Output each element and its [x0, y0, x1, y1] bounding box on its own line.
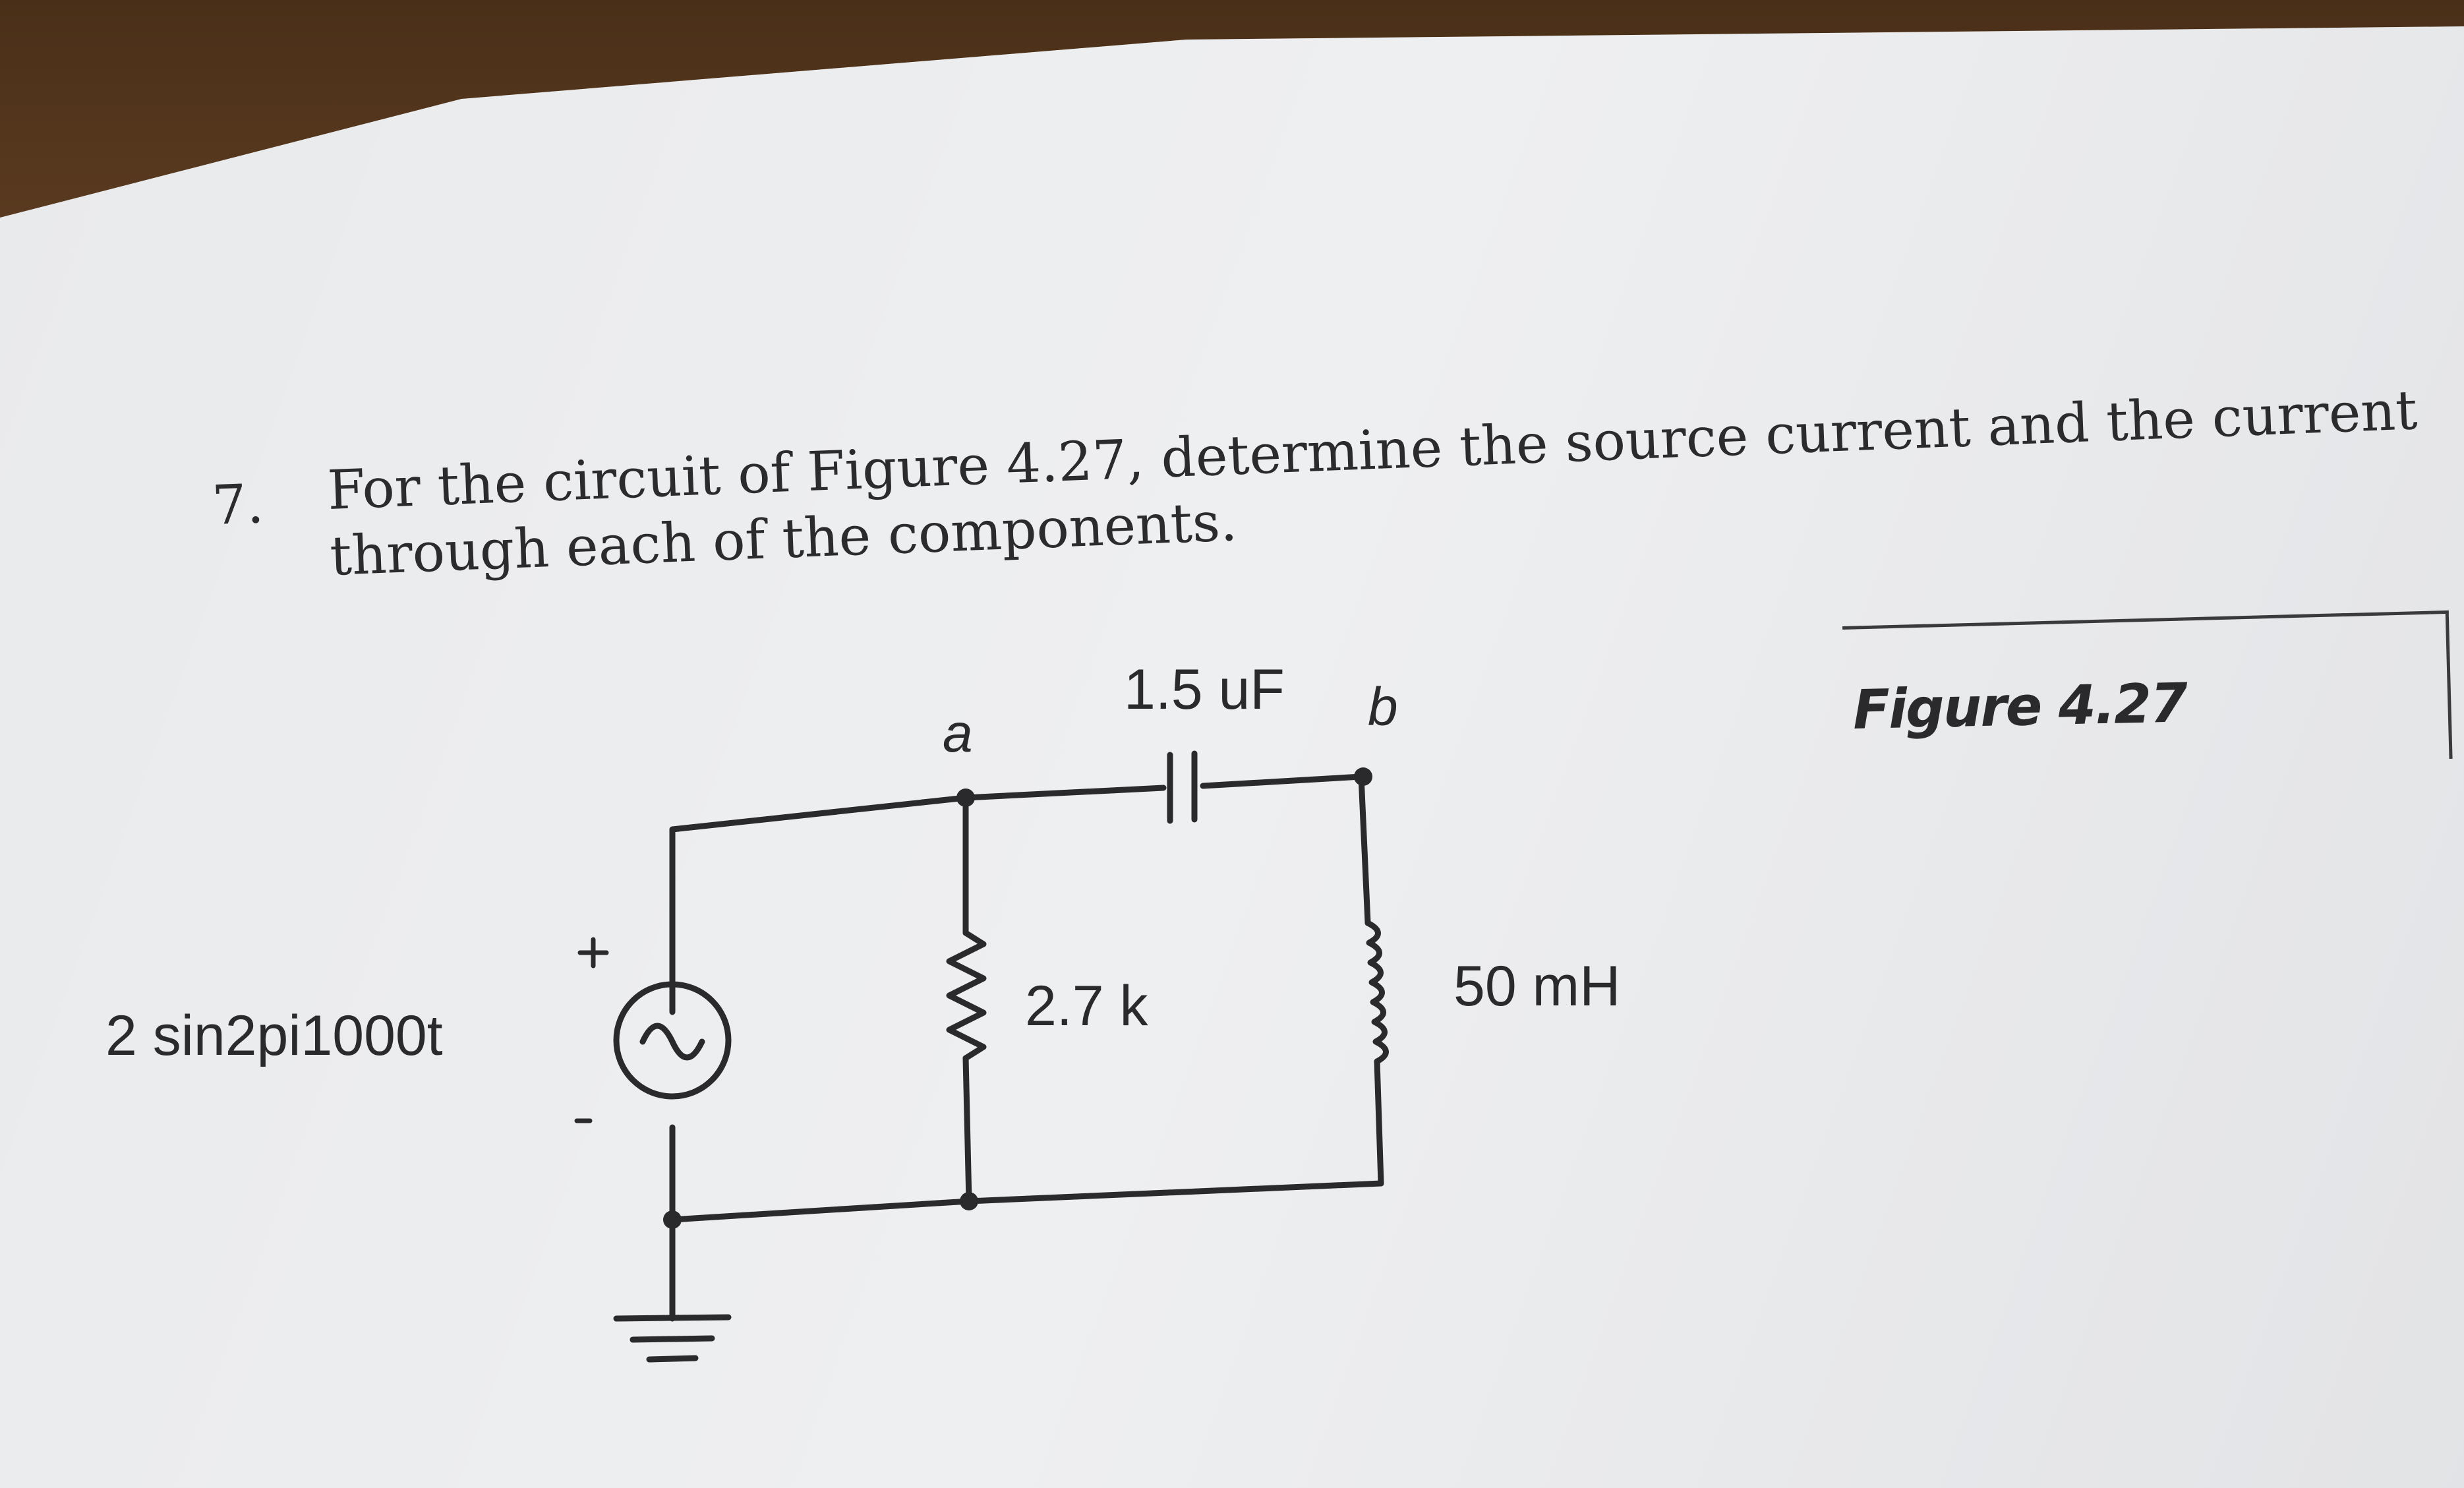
ac-source-circle: [613, 981, 732, 1100]
plus-mark-icon: [577, 937, 609, 968]
inductor-label: 50 mH: [1453, 955, 1620, 1018]
resistor-label: 2.7 k: [1025, 974, 1148, 1038]
wire-a-to-capacitor: [962, 785, 1167, 801]
resistor-zigzag: [946, 930, 987, 1061]
node-dot-b: [1354, 767, 1372, 786]
wire-inductor-top: [1358, 773, 1371, 926]
node-dot-a: [956, 789, 975, 807]
ground-line-2: [630, 1335, 715, 1343]
ac-source-sine-icon: [639, 1023, 705, 1061]
ground-line-1: [613, 1314, 732, 1322]
node-dot-bottom-mid: [960, 1192, 978, 1210]
node-a-label: a: [943, 703, 973, 763]
wire-bottom-rail: [669, 1180, 1384, 1223]
inductor-coils: [1364, 920, 1389, 1065]
wire-inductor-bottom: [1374, 1058, 1384, 1187]
source-label: 2 sin2pi1000t: [105, 1004, 443, 1067]
wire-capacitor-to-b: [1200, 773, 1364, 789]
node-dot-bottom-left: [663, 1210, 682, 1229]
node-b-label: b: [1368, 677, 1398, 737]
ground-line-3: [646, 1355, 699, 1363]
wire-source-top: [669, 794, 969, 1015]
wire-resistor-bottom: [962, 1055, 972, 1205]
capacitor-label: 1.5 uF: [1124, 658, 1285, 721]
